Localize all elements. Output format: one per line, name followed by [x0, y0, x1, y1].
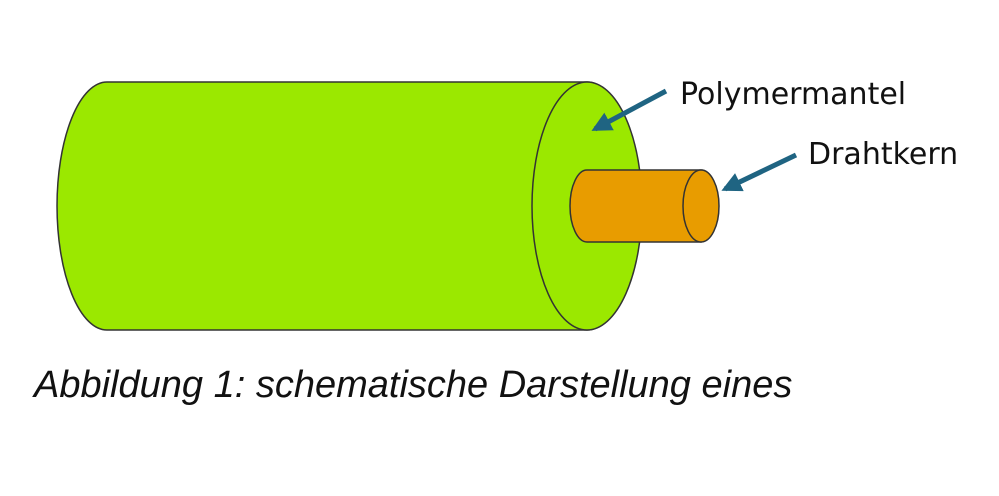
figure-caption: Abbildung 1: schematische Darstellung ei… — [34, 364, 793, 406]
polymermantel-arrow — [591, 88, 668, 132]
polymermantel-label: Polymermantel — [680, 77, 907, 112]
drahtkern-label: Drahtkern — [808, 137, 959, 172]
drahtkern-arrow — [721, 152, 798, 192]
core-end-face — [682, 169, 720, 243]
